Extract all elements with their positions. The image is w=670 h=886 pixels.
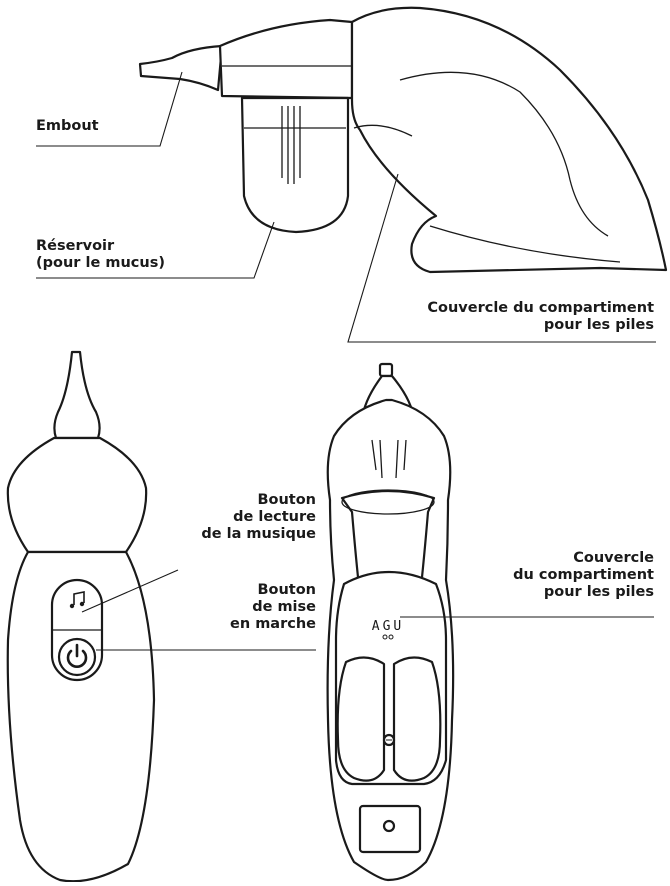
tip-nozzle xyxy=(140,46,222,90)
label-couvercle-top: Couvercle du compartiment pour les piles xyxy=(427,300,654,334)
front-bulb xyxy=(8,438,146,552)
label-bouton-musique: Bouton de lecture de la musique xyxy=(180,492,316,543)
reservoir xyxy=(242,98,348,232)
side-view xyxy=(36,8,666,342)
rear-view: AGU xyxy=(328,364,654,880)
brand-text: AGU xyxy=(372,619,404,634)
body xyxy=(352,8,666,272)
label-bouton-marche: Bouton de mise en marche xyxy=(180,582,316,633)
front-tip xyxy=(54,352,99,438)
label-reservoir: Réservoir (pour le mucus) xyxy=(36,238,165,272)
label-couvercle-bottom: Couvercle du compartiment pour les piles xyxy=(490,550,654,601)
grip-right xyxy=(394,657,440,780)
head xyxy=(220,20,352,98)
label-embout: Embout xyxy=(36,118,99,135)
grip-left xyxy=(338,657,384,780)
